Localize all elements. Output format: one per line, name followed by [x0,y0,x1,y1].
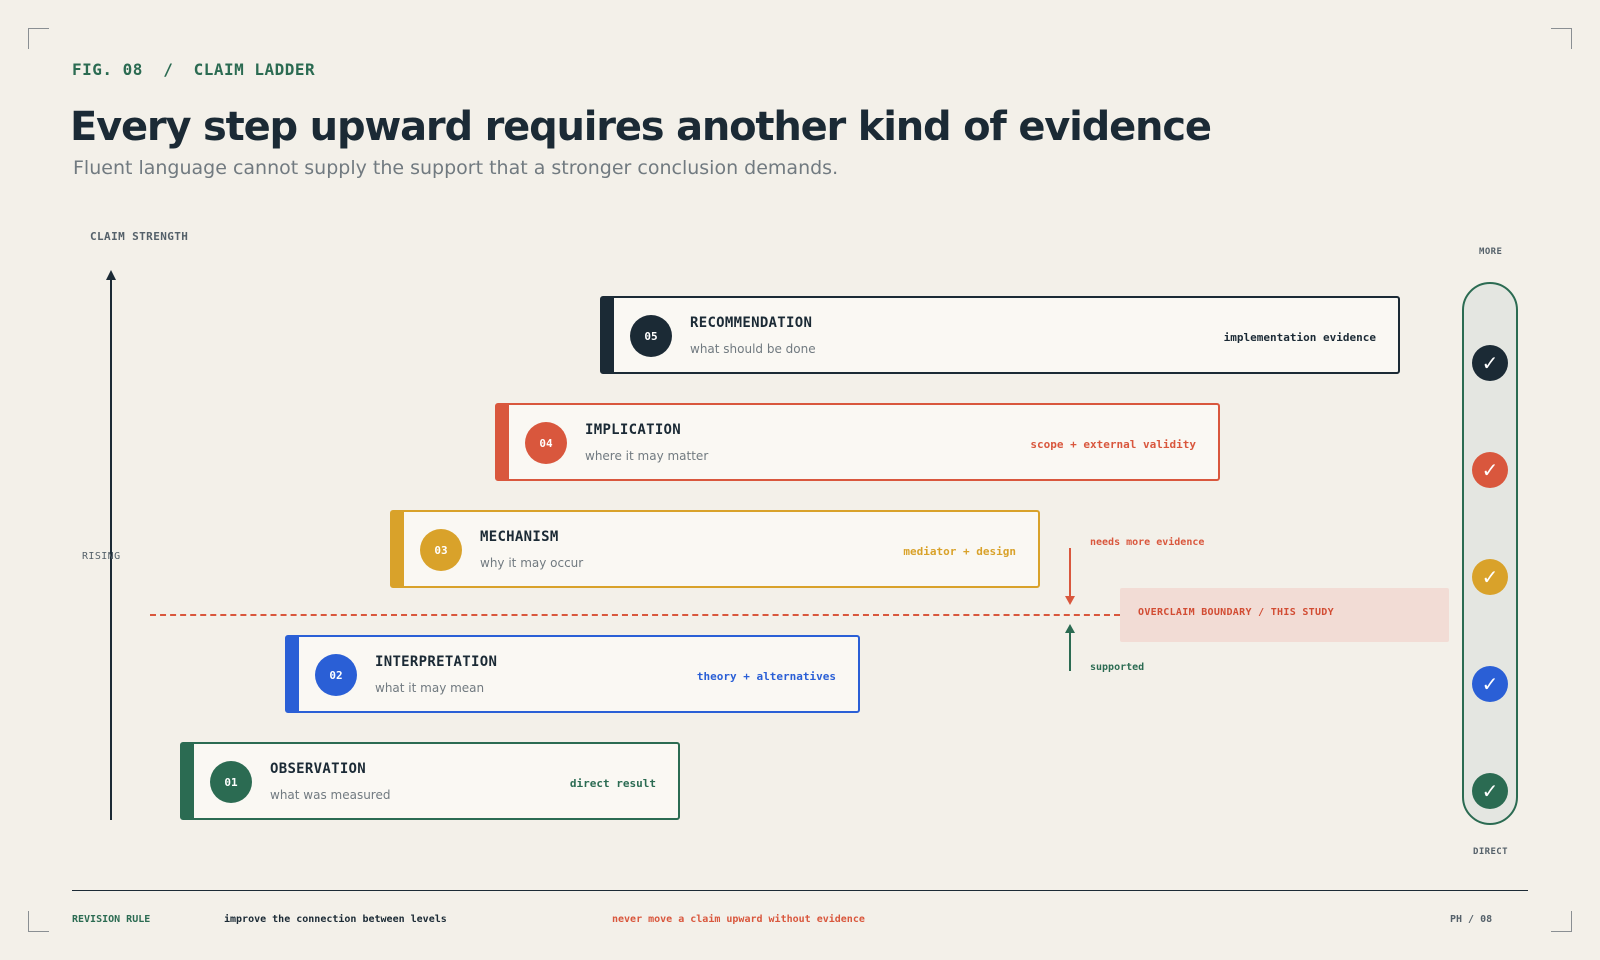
ladder-step-interpretation: 02 INTERPRETATION what it may mean theor… [285,635,860,713]
overclaim-boundary-label: OVERCLAIM BOUNDARY / THIS STUDY [1138,607,1334,618]
figure-label: FIG. 08 / CLAIM LADDER [72,60,316,79]
checkmark-icon: ✓ [1472,452,1508,488]
step-title: INTERPRETATION [375,654,498,670]
step-subtitle: where it may matter [585,449,709,463]
ladder-step-recommendation: 05 RECOMMENDATION what should be done im… [600,296,1400,374]
footer-warning: never move a claim upward without eviden… [612,914,865,925]
step-evidence: implementation evidence [1223,331,1376,344]
step-title: MECHANISM [480,529,559,545]
step-number-badge: 03 [420,529,462,571]
ladder-step-implication: 04 IMPLICATION where it may matter scope… [495,403,1220,481]
corner-mark-top-right [1551,28,1572,49]
footer-rule-text: improve the connection between levels [224,914,447,925]
corner-mark-top-left [28,28,49,49]
step-number-badge: 01 [210,761,252,803]
axis-label: CLAIM STRENGTH [90,230,189,243]
arrow-down-head-icon [1065,596,1075,605]
arrow-up-head-icon [1065,624,1075,633]
step-evidence: theory + alternatives [696,670,836,683]
page-title: Every step upward requires another kind … [70,104,1212,150]
checkmark-icon: ✓ [1472,345,1508,381]
step-title: IMPLICATION [585,422,682,438]
step-title: RECOMMENDATION [690,315,813,331]
step-subtitle: what should be done [690,342,816,356]
overclaim-boundary-box: OVERCLAIM BOUNDARY / THIS STUDY [1120,588,1449,642]
ladder-step-observation: 01 OBSERVATION what was measured direct … [180,742,680,820]
overclaim-boundary-line [150,614,1120,616]
step-evidence: mediator + design [903,545,1016,558]
arrow-down-icon [1069,548,1071,596]
checkmark-icon: ✓ [1472,773,1508,809]
axis-arrow-up-icon [106,270,116,280]
step-evidence: scope + external validity [1030,438,1196,451]
needs-evidence-label: needs more evidence [1090,537,1205,548]
ladder-step-mechanism: 03 MECHANISM why it may occur mediator +… [390,510,1040,588]
footer-rule-label: REVISION RULE [72,914,151,925]
supported-label: supported [1090,662,1145,673]
step-subtitle: what it may mean [375,681,485,695]
footer-page-number: PH / 08 [1450,914,1493,925]
axis-mid-label: RISING [82,551,121,562]
axis-line [110,274,112,820]
rail-top-label: MORE [1479,247,1503,257]
step-number-badge: 04 [525,422,567,464]
step-number-badge: 05 [630,315,672,357]
corner-mark-bottom-right [1551,911,1572,932]
step-evidence: direct result [569,777,656,790]
step-subtitle: what was measured [270,788,391,802]
footer-divider [72,890,1528,891]
arrow-up-icon [1069,633,1071,671]
checkmark-icon: ✓ [1472,559,1508,595]
page-subtitle: Fluent language cannot supply the suppor… [73,157,839,179]
corner-mark-bottom-left [28,911,49,932]
step-title: OBSERVATION [270,761,367,777]
rail-bottom-label: DIRECT [1473,847,1508,857]
checkmark-icon: ✓ [1472,666,1508,702]
step-subtitle: why it may occur [480,556,584,570]
step-number-badge: 02 [315,654,357,696]
